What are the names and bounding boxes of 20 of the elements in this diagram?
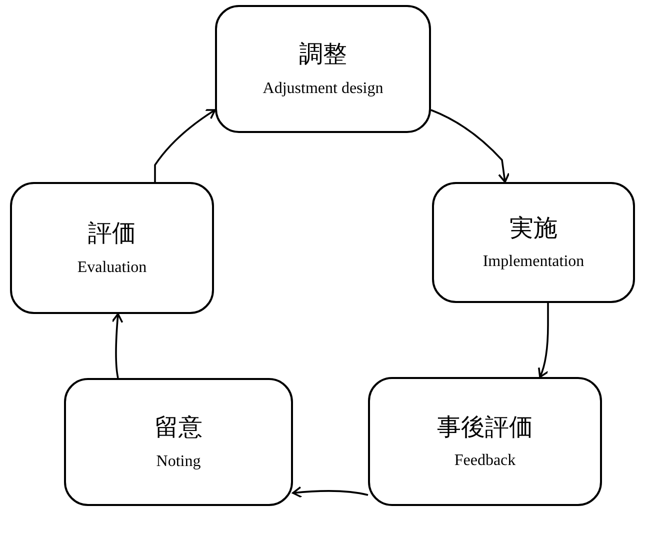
step-title: 事後評価: [437, 412, 533, 442]
process-box: [10, 182, 214, 314]
step-caption: Implementation: [482, 252, 584, 272]
arrow: [538, 303, 549, 378]
process-box: [368, 377, 602, 506]
step-title: 実施: [510, 214, 558, 242]
process-box: [64, 378, 293, 506]
step-caption: Adjustment design: [262, 78, 384, 98]
arrow: [430, 109, 510, 183]
step-caption: Evaluation: [77, 258, 147, 277]
step-caption: Noting: [156, 452, 201, 471]
arrow: [292, 486, 368, 498]
arrow: [154, 109, 216, 182]
step-title: 調整: [299, 40, 347, 69]
process-box: [215, 5, 431, 133]
process-box: [432, 182, 635, 303]
step-title: 留意: [154, 413, 202, 442]
step-caption: Feedback: [454, 451, 516, 470]
step-title: 評価: [88, 219, 136, 248]
arrow: [111, 313, 124, 378]
